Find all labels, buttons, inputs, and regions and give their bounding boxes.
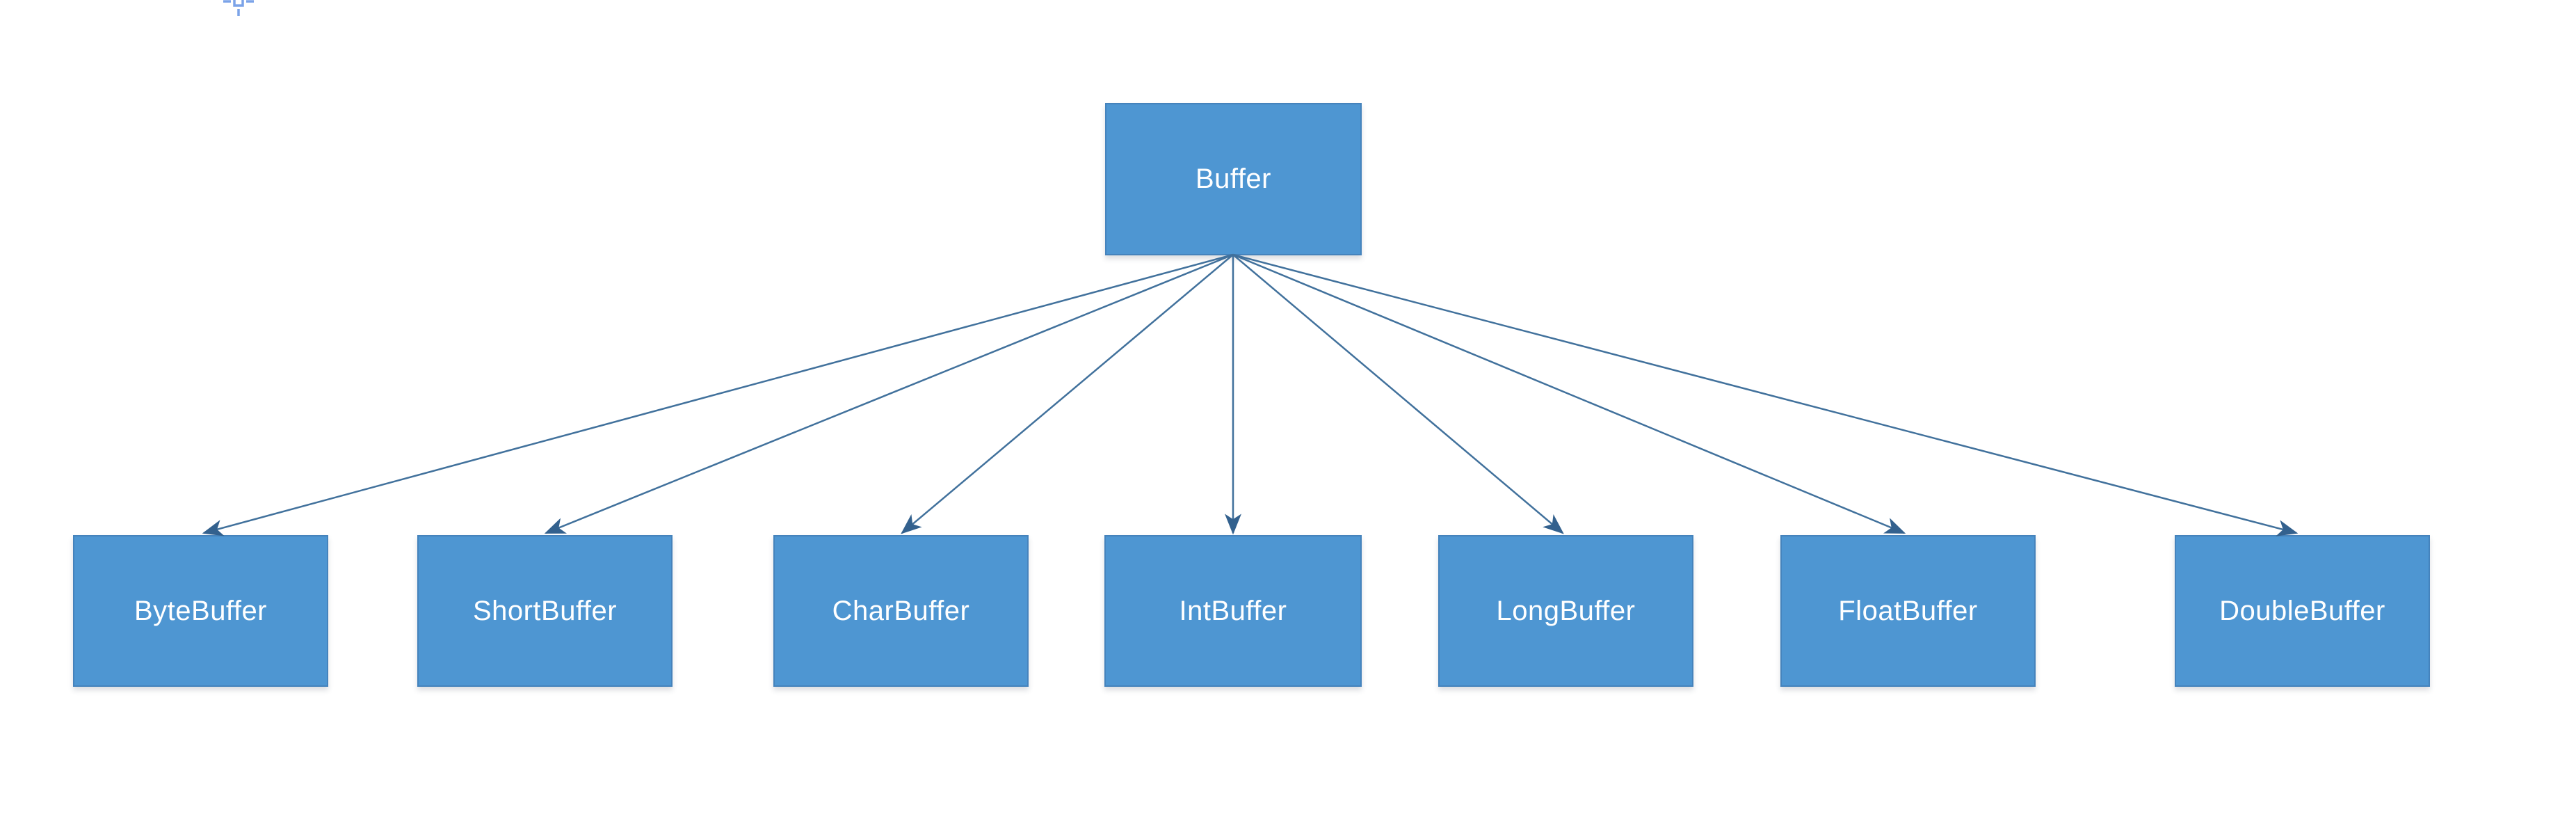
node-label-bytebuffer: ByteBuffer <box>134 595 268 626</box>
node-longbuffer[interactable]: LongBuffer <box>1438 535 1693 687</box>
connector-buffer-floatbuffer <box>1232 253 1906 534</box>
connector-buffer-shortbuffer <box>544 253 1234 534</box>
node-charbuffer[interactable]: CharBuffer <box>773 535 1029 687</box>
node-buffer[interactable]: Buffer <box>1105 103 1362 255</box>
node-label-shortbuffer: ShortBuffer <box>472 595 618 626</box>
crosshair-icon <box>223 0 254 16</box>
node-label-charbuffer: CharBuffer <box>832 595 970 626</box>
node-label-intbuffer: IntBuffer <box>1179 595 1287 626</box>
node-label-floatbuffer: FloatBuffer <box>1838 595 1978 626</box>
connector-buffer-longbuffer <box>1232 254 1564 534</box>
node-shortbuffer[interactable]: ShortBuffer <box>417 535 673 687</box>
node-floatbuffer[interactable]: FloatBuffer <box>1780 535 2036 687</box>
node-label-buffer: Buffer <box>1196 164 1271 194</box>
connector-buffer-charbuffer <box>901 254 1234 534</box>
node-label-doublebuffer: DoubleBuffer <box>2219 595 2385 626</box>
node-label-longbuffer: LongBuffer <box>1496 595 1636 626</box>
connector-buffer-doublebuffer <box>1232 253 2299 536</box>
node-intbuffer[interactable]: IntBuffer <box>1104 535 1362 687</box>
node-bytebuffer[interactable]: ByteBuffer <box>73 535 328 687</box>
connector-buffer-bytebuffer <box>202 253 1234 536</box>
node-doublebuffer[interactable]: DoubleBuffer <box>2175 535 2430 687</box>
